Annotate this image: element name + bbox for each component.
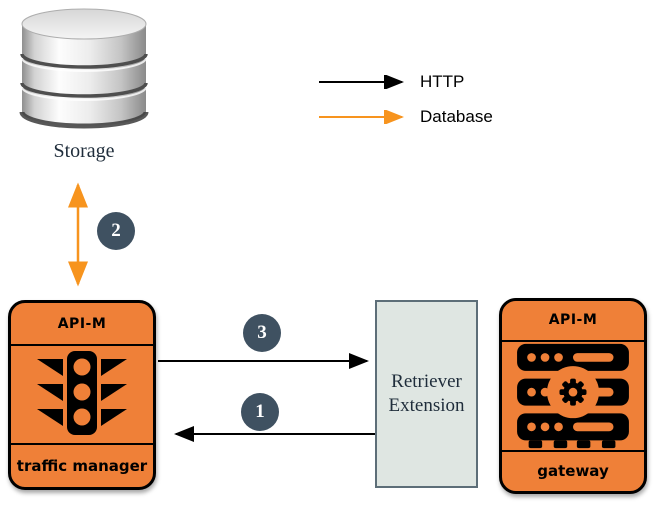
traffic-manager-body: [11, 346, 153, 443]
gateway-body: [502, 342, 644, 450]
retriever-label-line1: Retriever: [391, 370, 462, 392]
step-badge-3: 3: [243, 314, 281, 352]
storage-label: Storage: [53, 140, 115, 162]
server-gear-icon: [517, 343, 629, 448]
step-badge-2: 2: [97, 212, 135, 250]
legend-item-database: Database: [318, 99, 493, 134]
legend-item-http: HTTP: [318, 64, 493, 99]
retriever-extension-node: Retriever Extension: [375, 300, 478, 488]
database-cylinder-icon: [19, 8, 149, 129]
gateway-title: API-M: [502, 301, 644, 342]
legend: HTTP Database: [318, 64, 493, 134]
gateway-label: gateway: [502, 449, 644, 491]
http-arrow-icon: [319, 74, 404, 89]
database-arrow-icon: [319, 109, 404, 124]
traffic-manager-node: API-M traffic manager: [8, 300, 156, 490]
step-badge-1: 1: [241, 393, 279, 431]
traffic-manager-title: API-M: [11, 303, 153, 346]
traffic-manager-label: traffic manager: [11, 443, 153, 487]
legend-database-label: Database: [420, 106, 493, 126]
storage-node: Storage: [18, 4, 150, 163]
legend-http-label: HTTP: [420, 71, 465, 91]
gateway-node: API-M: [499, 298, 647, 494]
retriever-label-line2: Extension: [388, 395, 465, 416]
traffic-light-icon: [37, 350, 127, 435]
